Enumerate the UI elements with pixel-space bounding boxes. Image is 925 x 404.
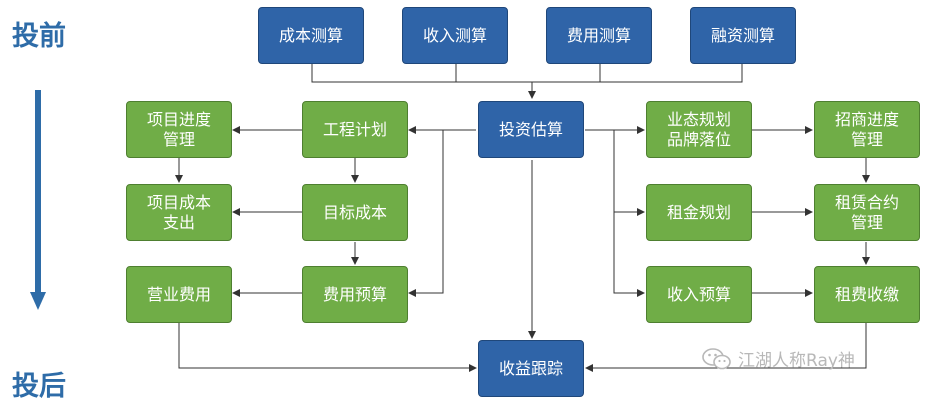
node-target-cost: 目标成本 — [302, 184, 408, 241]
node-income-tracking: 收益跟踪 — [478, 340, 584, 397]
watermark: 江湖人称Ray神 — [702, 346, 855, 371]
node-income-calc: 收入测算 — [402, 7, 508, 64]
node-income-budget: 收入预算 — [646, 266, 752, 323]
stage-label-post: 投后 — [12, 371, 66, 402]
node-lease-contract: 租赁合约 管理 — [814, 184, 920, 241]
node-project-cost-expense: 项目成本 支出 — [126, 184, 232, 241]
timeline-arrow — [30, 90, 46, 310]
node-finance-calc: 融资测算 — [690, 7, 796, 64]
node-project-progress: 项目进度 管理 — [126, 101, 232, 158]
node-leasing-progress: 招商进度 管理 — [814, 101, 920, 158]
node-cost-calc: 成本测算 — [258, 7, 364, 64]
node-expense-budget: 费用预算 — [302, 266, 408, 323]
stage-label-pre: 投前 — [12, 21, 66, 52]
watermark-text: 江湖人称Ray神 — [738, 351, 855, 371]
node-expense-calc: 费用测算 — [546, 7, 652, 64]
wechat-icon — [702, 347, 731, 369]
node-investment-estimate: 投资估算 — [478, 101, 584, 158]
node-rent-collection: 租费收缴 — [814, 266, 920, 323]
node-format-planning: 业态规划 品牌落位 — [646, 101, 752, 158]
node-rent-planning: 租金规划 — [646, 184, 752, 241]
node-operating-expense: 营业费用 — [126, 266, 232, 323]
node-engineering-plan: 工程计划 — [302, 101, 408, 158]
